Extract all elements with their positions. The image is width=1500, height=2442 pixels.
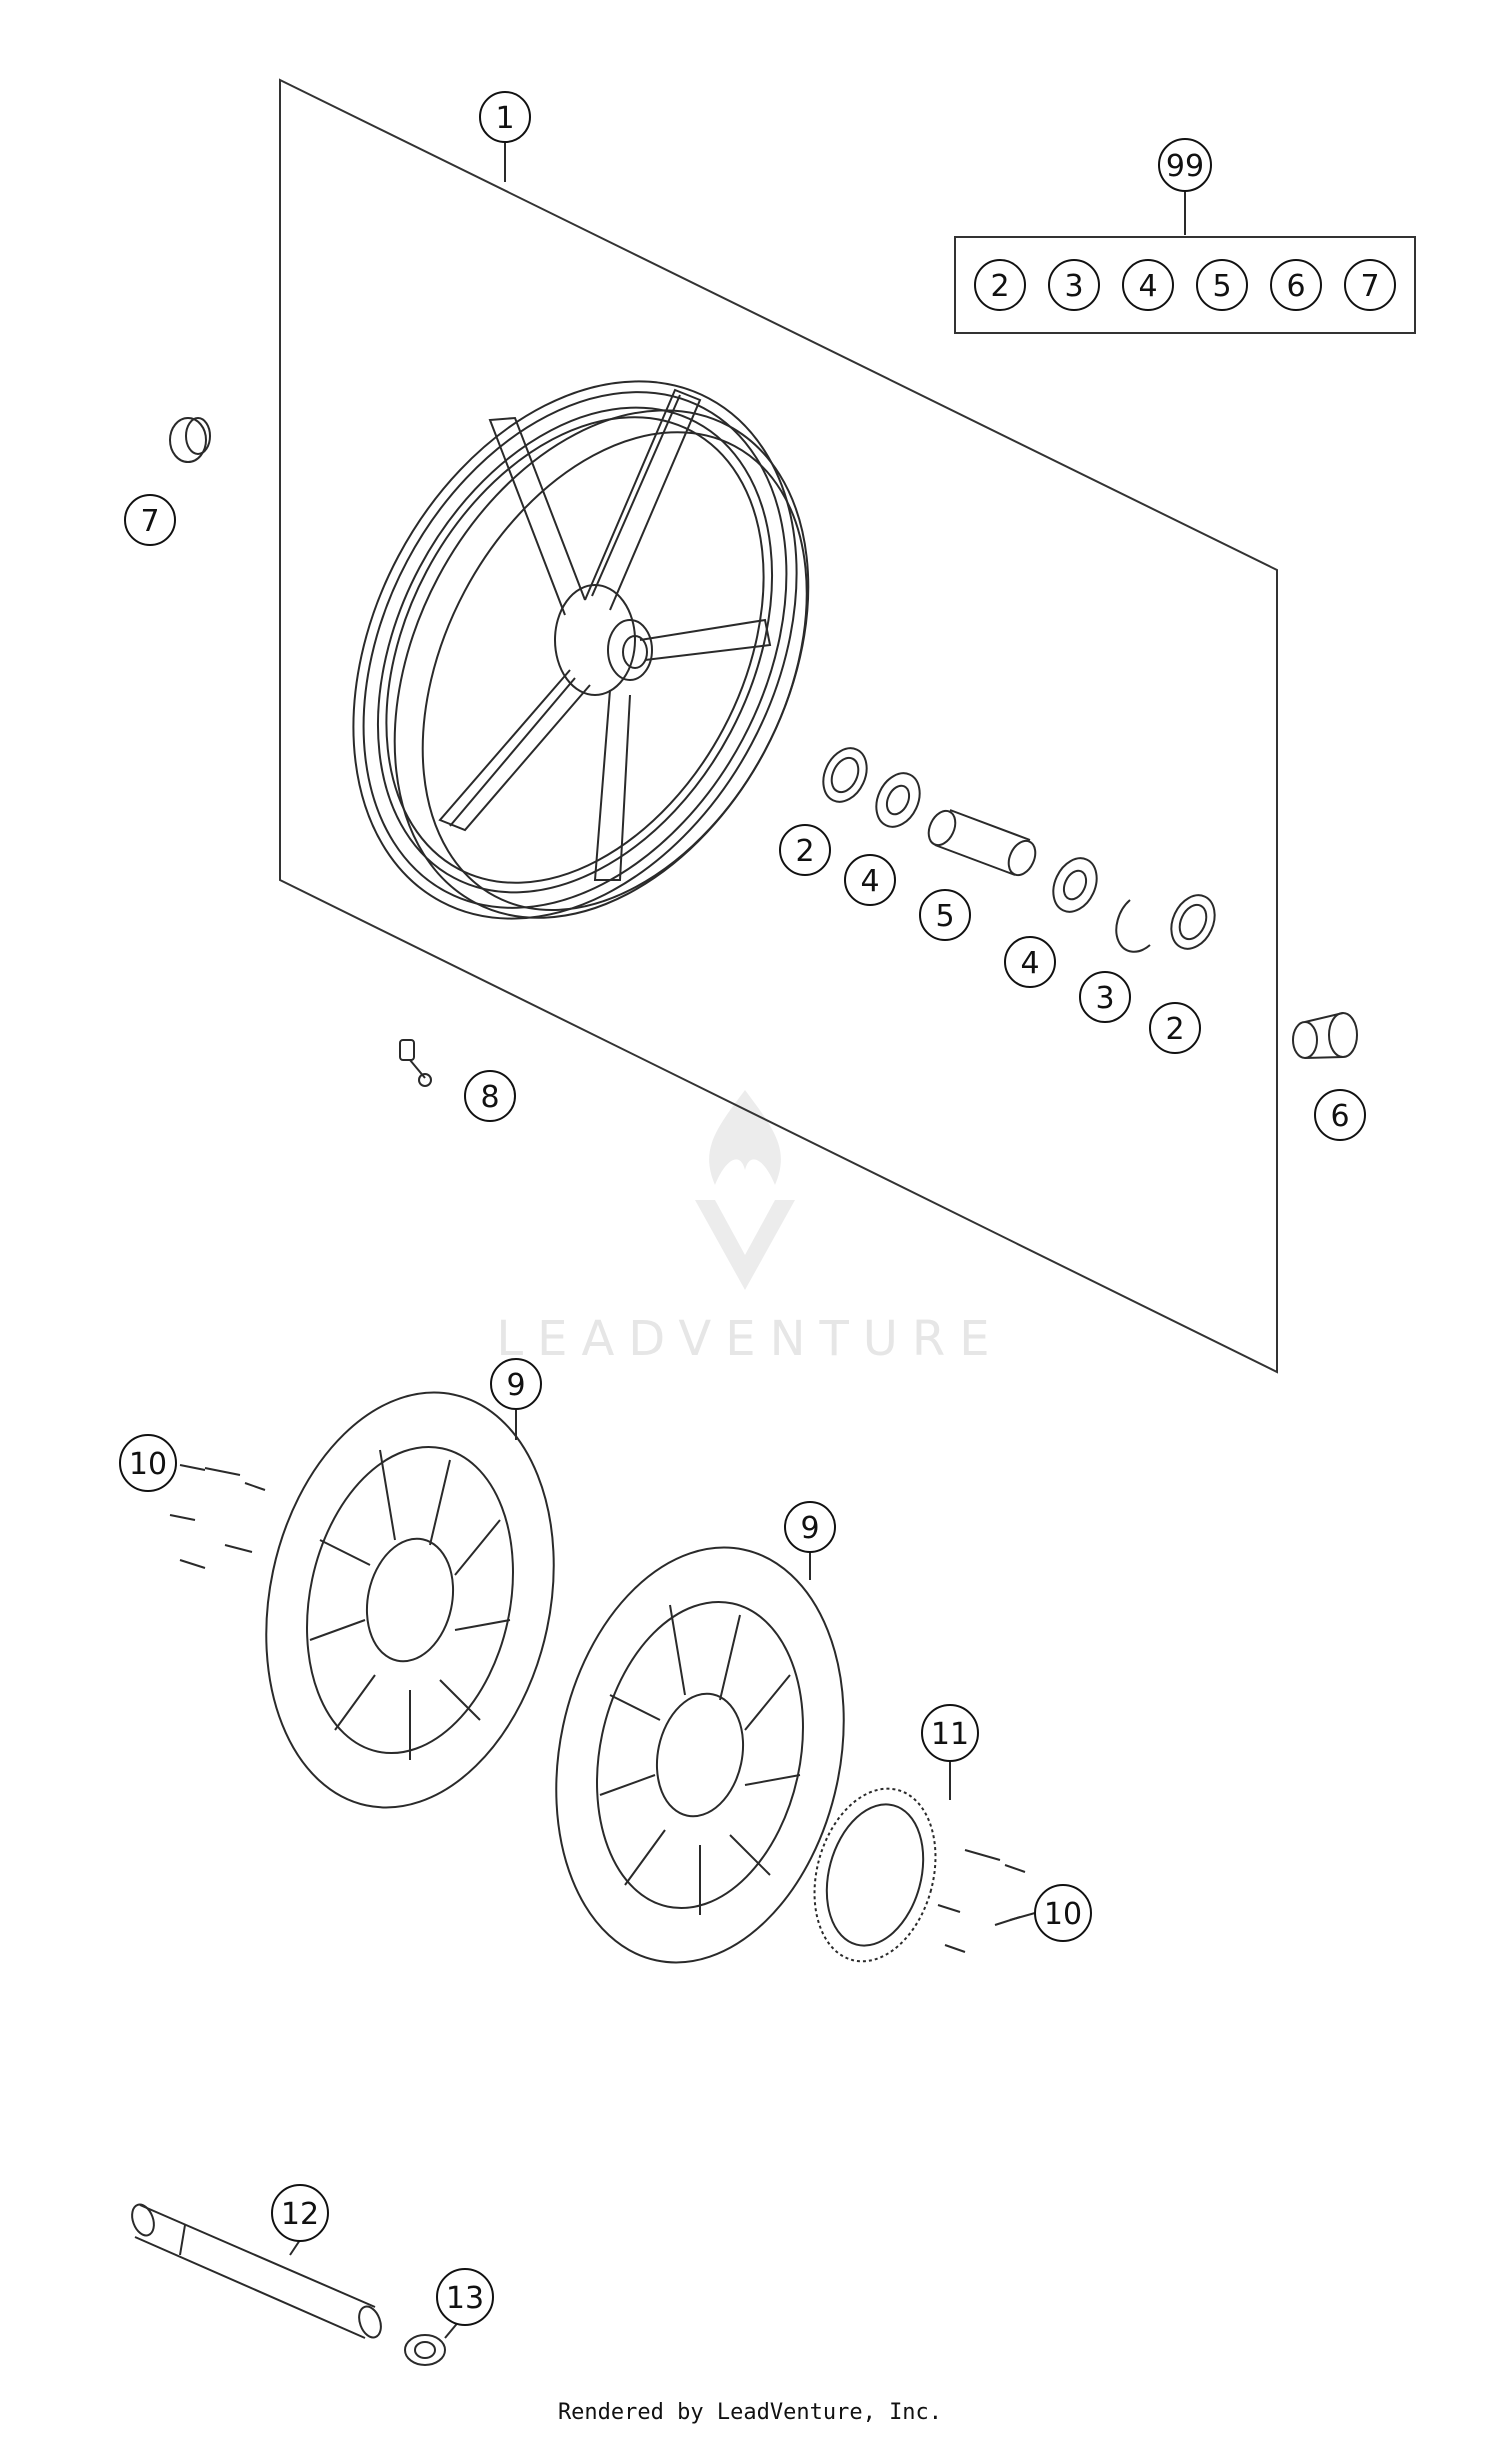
callout-label: 4 [1020,946,1039,981]
callout-3: 3 [1079,971,1131,1023]
callout-label: 4 [1138,269,1157,304]
callout-10-left: 10 [119,1434,177,1492]
callout-label: 5 [935,899,954,934]
callout-1: 1 [479,91,531,143]
callout-8: 8 [464,1070,516,1122]
spacer-sleeve-left [169,417,211,463]
callout-label: 5 [1212,269,1231,304]
disc-bolts-left [169,1467,266,1569]
abs-pulse-ring [813,1787,937,1963]
callout-label: 10 [1044,1897,1082,1932]
callout-label: 1 [495,101,514,136]
callout-label: 7 [140,504,159,539]
callout-label: 4 [860,864,879,899]
watermark-flame-icon [709,1090,781,1185]
front-wheel [352,380,810,920]
bearing-right [1052,857,1098,913]
callout-label: 2 [1165,1012,1184,1047]
callout-label: 2 [990,269,1009,304]
brake-disc-left [265,1391,555,1809]
callout-label: 9 [506,1368,525,1403]
callout-11: 11 [921,1704,979,1762]
distance-sleeve [927,809,1037,877]
wheel-assembly-plane [279,78,1278,1374]
spacer-sleeve-right [1292,1012,1358,1059]
callout-label: 3 [1064,269,1083,304]
kit-callout-3: 3 [1048,259,1100,311]
rendered-by-footer: Rendered by LeadVenture, Inc. [557,2400,943,2425]
leadventure-watermark: LEADVENTURE [496,1090,1003,1367]
callout-7: 7 [124,494,176,546]
callout-2-right: 2 [1149,1002,1201,1054]
callout-2-left: 2 [779,824,831,876]
kit-box [954,236,1416,334]
callout-label: 10 [129,1447,167,1482]
callout-9-left: 9 [490,1358,542,1410]
watermark-text: LEADVENTURE [496,1311,1003,1367]
callout-label: 7 [1360,269,1379,304]
leader-lines [179,142,1186,2339]
wheel-spindle [131,2203,382,2339]
kit-callout-5: 5 [1196,259,1248,311]
callout-5: 5 [919,889,971,941]
kit-callout-2: 2 [974,259,1026,311]
kit-callout-4: 4 [1122,259,1174,311]
collar-bushing [404,2334,446,2366]
kit-callout-6: 6 [1270,259,1322,311]
callout-label: 9 [800,1511,819,1546]
shaft-seal-right [1170,894,1216,950]
circlip [1115,899,1151,953]
callout-label: 11 [931,1717,969,1752]
callout-label: 6 [1330,1099,1349,1134]
callout-label: 2 [795,834,814,869]
callout-9-right: 9 [784,1501,836,1553]
callout-4-left: 4 [844,854,896,906]
callout-label: 8 [480,1080,499,1115]
callout-label: 3 [1095,981,1114,1016]
tire-valve [399,1039,432,1087]
callout-label: 6 [1286,269,1305,304]
callout-label: 12 [281,2197,319,2232]
brake-disc-right [555,1546,845,1964]
bearing-left [875,772,921,828]
callout-label: 99 [1166,149,1204,184]
wheel-bearing-parts [822,747,1216,953]
shaft-seal-left [822,747,868,803]
callout-13: 13 [436,2268,494,2326]
callout-12: 12 [271,2184,329,2242]
disc-bolts-right [937,1849,1026,1953]
callout-10-right: 10 [1034,1884,1092,1942]
watermark-v-icon [695,1200,795,1290]
callout-99: 99 [1158,138,1212,192]
callout-6: 6 [1314,1089,1366,1141]
callout-4-right: 4 [1004,936,1056,988]
callout-label: 13 [446,2281,484,2316]
kit-callout-7: 7 [1344,259,1396,311]
